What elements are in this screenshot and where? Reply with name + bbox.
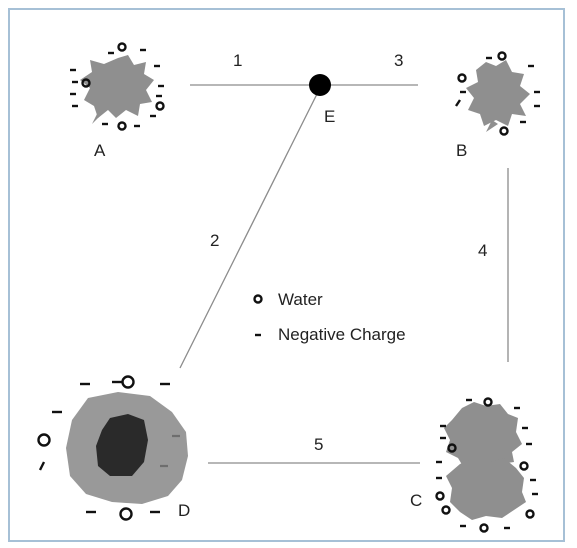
label-e: E [324, 107, 335, 126]
particle-a [70, 42, 165, 131]
edge-label-1: 1 [233, 51, 242, 70]
legend-negative-charge-label: Negative Charge [278, 325, 406, 344]
label-d: D [178, 501, 190, 520]
particle-b [455, 51, 540, 136]
legend-water-marker [253, 294, 263, 304]
edge-label-2: 2 [210, 231, 219, 250]
edge-label-4: 4 [478, 241, 487, 260]
label-c: C [410, 491, 422, 510]
edge-label-3: 3 [394, 51, 403, 70]
hub-e [309, 74, 331, 96]
edge-label-5: 5 [314, 435, 323, 454]
particle-c [435, 397, 538, 533]
legend-water-label: Water [278, 290, 323, 309]
label-b: B [456, 141, 467, 160]
edge-line-2 [179, 91, 319, 369]
label-a: A [94, 141, 106, 160]
particle-d [37, 375, 188, 521]
legend: Water Negative Charge [253, 290, 406, 344]
